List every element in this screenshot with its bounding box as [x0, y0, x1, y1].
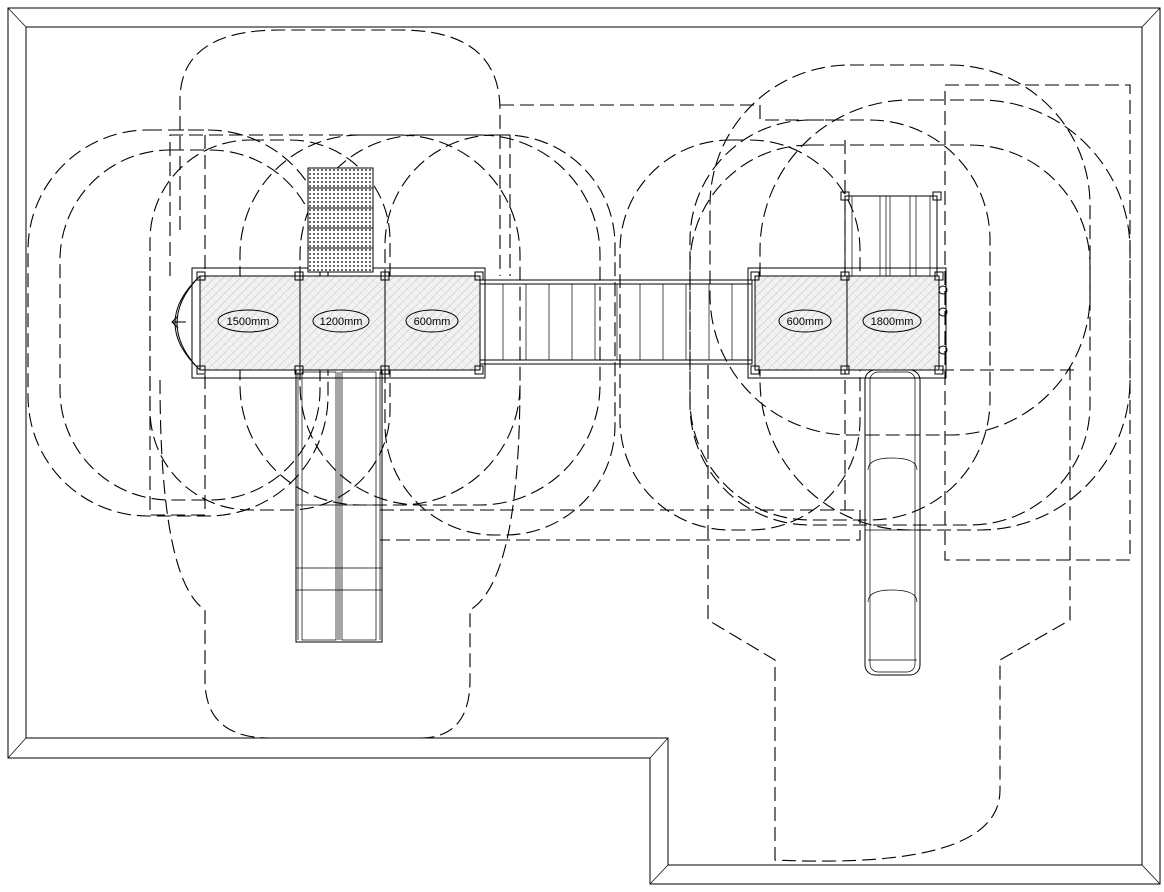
deck-label-1500: 1500mm	[217, 309, 279, 333]
climbing-net	[307, 167, 374, 273]
deck-label-text: 600mm	[414, 316, 451, 328]
safety-zones	[27, 29, 1131, 862]
right-tower-cluster	[747, 191, 948, 676]
deck-label-text: 1200mm	[320, 316, 363, 328]
corner-posts-left	[196, 271, 484, 375]
left-tower-cluster	[171, 167, 486, 643]
deck-label-600-left: 600mm	[405, 309, 459, 333]
deck-label-text: 600mm	[787, 316, 824, 328]
bridge	[479, 279, 753, 365]
deck-label-1800: 1800mm	[862, 309, 922, 333]
deck-label-1200: 1200mm	[312, 309, 370, 333]
double-slide	[295, 369, 383, 643]
deck-label-600-right: 600mm	[778, 309, 832, 333]
site-boundary	[7, 7, 1161, 885]
tube-slide	[864, 369, 921, 676]
ladder	[840, 191, 942, 277]
side-panel-bumps	[938, 285, 948, 355]
deck-labels: 1500mm 1200mm 600mm 600mm 1800mm	[217, 309, 922, 333]
deck-label-text: 1800mm	[871, 316, 914, 328]
deck-label-text: 1500mm	[227, 316, 270, 328]
